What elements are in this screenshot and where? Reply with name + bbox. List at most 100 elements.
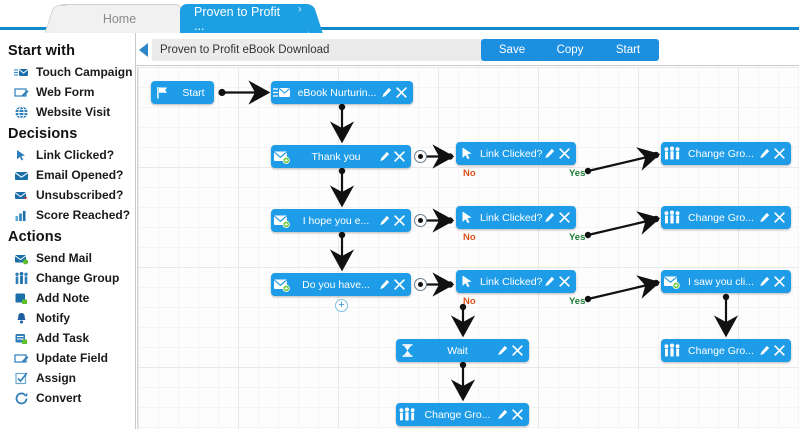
close-icon[interactable] bbox=[774, 345, 785, 356]
workflow-node-cg3[interactable]: Change Gro... bbox=[661, 339, 791, 362]
campaign-title-input[interactable] bbox=[152, 39, 490, 61]
close-icon[interactable] bbox=[396, 87, 407, 98]
close-icon[interactable] bbox=[774, 148, 785, 159]
sidebar-item-update-field[interactable]: Update Field bbox=[8, 348, 135, 368]
workflow-node-cg4[interactable]: Change Gro... bbox=[396, 403, 529, 426]
workflow-node-actions bbox=[379, 215, 411, 226]
copy-button[interactable]: Copy bbox=[539, 39, 601, 61]
edit-icon[interactable] bbox=[759, 345, 770, 356]
workflow-node-ebook[interactable]: eBook Nurturin... bbox=[271, 81, 413, 104]
workflow-node-actions bbox=[544, 276, 576, 287]
edit-icon[interactable] bbox=[381, 87, 392, 98]
cursor-icon bbox=[14, 148, 29, 163]
change-group-icon bbox=[661, 146, 683, 161]
sidebar-item-unsubscribed[interactable]: Unsubscribed? bbox=[8, 185, 135, 205]
sidebar-item-email-opened[interactable]: Email Opened? bbox=[8, 165, 135, 185]
sidebar-item-add-task[interactable]: Add Task bbox=[8, 328, 135, 348]
hourglass-icon bbox=[396, 343, 418, 358]
edit-icon[interactable] bbox=[759, 148, 770, 159]
branch-label-no: No bbox=[463, 168, 476, 179]
sidebar-item-label: Add Note bbox=[36, 291, 90, 305]
sidebar-item-link-clicked[interactable]: Link Clicked? bbox=[8, 145, 135, 165]
workflow-node-cg1[interactable]: Change Gro... bbox=[661, 142, 791, 165]
sidebar-item-change-group[interactable]: Change Group bbox=[8, 268, 135, 288]
workflow-node-actions bbox=[379, 151, 411, 162]
sidebar-item-score-reached[interactable]: Score Reached? bbox=[8, 205, 135, 225]
node-output-port-thanks[interactable] bbox=[414, 150, 427, 163]
collapse-left-icon[interactable] bbox=[139, 43, 148, 57]
workflow-node-thanks[interactable]: Thank you bbox=[271, 145, 411, 168]
connector-layer bbox=[218, 80, 739, 402]
mail-plus-icon bbox=[271, 150, 293, 164]
workflow-node-actions bbox=[759, 276, 791, 287]
campaign-mail-icon bbox=[271, 86, 293, 100]
close-icon[interactable] bbox=[394, 279, 405, 290]
mail-plus-icon bbox=[271, 278, 293, 292]
workflow-node-label: Change Gro... bbox=[688, 344, 754, 357]
sidebar-item-label: Website Visit bbox=[36, 105, 111, 119]
sidebar-item-website-visit[interactable]: Website Visit bbox=[8, 102, 135, 122]
workflow-node-actions bbox=[544, 212, 576, 223]
close-icon[interactable] bbox=[394, 151, 405, 162]
close-icon[interactable] bbox=[559, 212, 570, 223]
start-button[interactable]: Start bbox=[597, 39, 659, 61]
edit-icon[interactable] bbox=[379, 151, 390, 162]
add-node-button[interactable]: + bbox=[335, 299, 348, 312]
close-icon[interactable] bbox=[512, 409, 523, 420]
sidebar-item-convert[interactable]: Convert bbox=[8, 388, 135, 408]
workflow-node-label: Thank you bbox=[311, 150, 361, 163]
close-icon[interactable] bbox=[774, 212, 785, 223]
sidebar-section-title-start-with: Start with bbox=[8, 43, 76, 59]
tab-home[interactable]: Home bbox=[57, 4, 182, 33]
sidebar-item-touch-campaign[interactable]: Touch Campaign bbox=[8, 62, 135, 82]
close-icon[interactable] bbox=[559, 276, 570, 287]
sidebar-item-assign[interactable]: Assign bbox=[8, 368, 135, 388]
sidebar-item-notify[interactable]: Notify bbox=[8, 308, 135, 328]
sidebar-item-label: Convert bbox=[36, 391, 82, 405]
workflow-node-label: Do you have... bbox=[302, 278, 370, 291]
sidebar-item-label: Touch Campaign bbox=[36, 65, 133, 79]
sidebar: Start with Touch Campaign Web Form Websi… bbox=[0, 33, 136, 429]
save-button[interactable]: Save bbox=[481, 39, 543, 61]
edit-icon[interactable] bbox=[544, 212, 555, 223]
edit-icon[interactable] bbox=[379, 215, 390, 226]
cursor-icon bbox=[456, 274, 478, 289]
edit-icon[interactable] bbox=[497, 345, 508, 356]
tab-proven-to-profit[interactable]: Proven to Profit ... × bbox=[180, 4, 308, 33]
web-form-icon bbox=[14, 85, 29, 100]
workflow-node-wait[interactable]: Wait bbox=[396, 339, 529, 362]
tab-close-icon[interactable]: × bbox=[297, 4, 304, 16]
sidebar-item-web-form[interactable]: Web Form bbox=[8, 82, 135, 102]
node-output-port-hope[interactable] bbox=[414, 214, 427, 227]
close-icon[interactable] bbox=[394, 215, 405, 226]
close-icon[interactable] bbox=[559, 148, 570, 159]
sidebar-item-label: Score Reached? bbox=[36, 208, 131, 222]
tab-bar: Home Proven to Profit ... × bbox=[0, 0, 799, 33]
workflow-node-lc3[interactable]: Link Clicked? bbox=[456, 270, 576, 293]
sidebar-section-title-decisions: Decisions bbox=[8, 126, 78, 142]
edit-icon[interactable] bbox=[544, 148, 555, 159]
workflow-node-hope[interactable]: I hope you e... bbox=[271, 209, 411, 232]
workflow-node-cg2[interactable]: Change Gro... bbox=[661, 206, 791, 229]
workflow-canvas[interactable]: Start eBook Nurturin... Thank you I hope yo… bbox=[137, 67, 799, 429]
workflow-node-lc2[interactable]: Link Clicked? bbox=[456, 206, 576, 229]
close-icon[interactable] bbox=[512, 345, 523, 356]
close-icon[interactable] bbox=[774, 276, 785, 287]
edit-icon[interactable] bbox=[379, 279, 390, 290]
sidebar-item-label: Unsubscribed? bbox=[36, 188, 124, 202]
sidebar-item-label: Update Field bbox=[36, 351, 109, 365]
sidebar-item-add-note[interactable]: Add Note bbox=[8, 288, 135, 308]
workflow-node-isaw[interactable]: I saw you cli... bbox=[661, 270, 791, 293]
edit-icon[interactable] bbox=[544, 276, 555, 287]
convert-icon bbox=[14, 391, 29, 406]
workflow-node-lc1[interactable]: Link Clicked? bbox=[456, 142, 576, 165]
workflow-node-doyou[interactable]: Do you have... bbox=[271, 273, 411, 296]
node-output-port-doyou[interactable] bbox=[414, 278, 427, 291]
edit-icon[interactable] bbox=[759, 276, 770, 287]
email-opened-icon bbox=[14, 168, 29, 183]
edit-icon[interactable] bbox=[759, 212, 770, 223]
workflow-node-actions bbox=[544, 148, 576, 159]
edit-icon[interactable] bbox=[497, 409, 508, 420]
workflow-node-start[interactable]: Start bbox=[151, 81, 214, 104]
sidebar-item-send-mail[interactable]: Send Mail bbox=[8, 248, 135, 268]
